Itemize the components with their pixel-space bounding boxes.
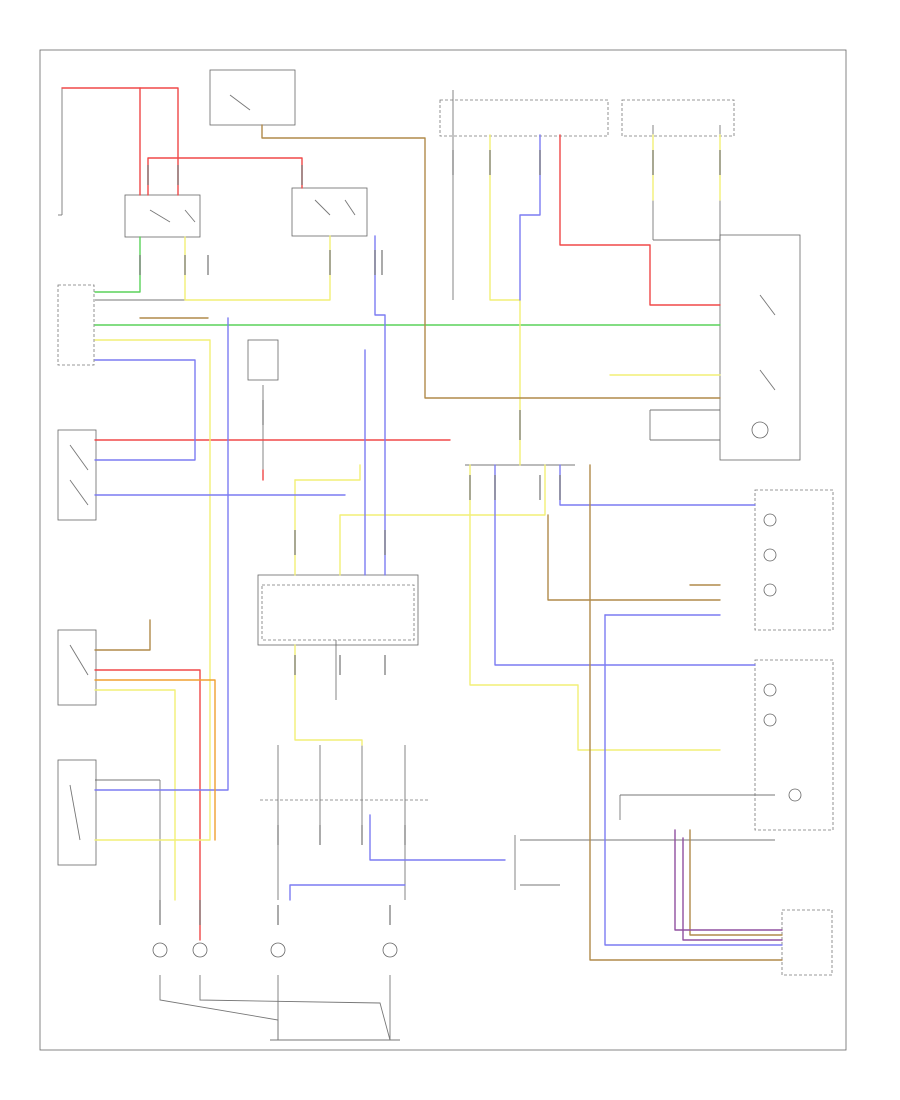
purple-wires — [674, 829, 783, 941]
green-wires — [94, 236, 721, 326]
yellow-wires — [94, 134, 721, 901]
ground-and-signal-lines — [58, 88, 775, 1041]
diagram-border — [39, 49, 847, 1051]
orange-wires — [94, 679, 216, 841]
brown-wires — [94, 124, 783, 961]
component-outlines — [57, 69, 834, 976]
blue-wires — [94, 134, 783, 946]
red-wires — [61, 87, 721, 941]
connector-ticks — [139, 150, 721, 925]
